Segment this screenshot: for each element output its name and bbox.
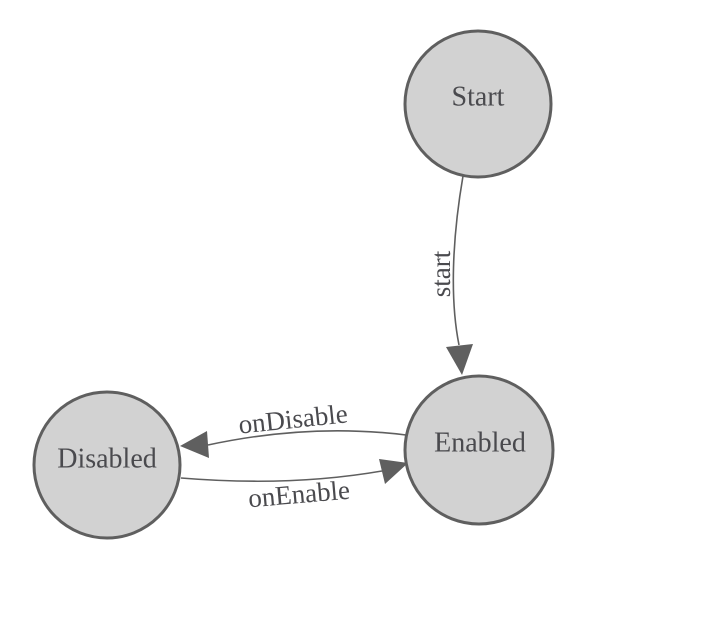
edge-enabled-to-disabled-line: [207, 429, 407, 446]
arrowhead-into-enabled-from-start: [446, 344, 473, 375]
edge-label-ondisable: onDisable: [237, 398, 349, 439]
edge-label-start: start: [426, 250, 456, 297]
arrowhead-into-disabled: [180, 431, 209, 458]
edge-start-to-enabled-line: [452, 175, 464, 346]
node-start-circle: [403, 29, 553, 179]
node-disabled-label: Disabled: [57, 444, 157, 475]
node-start: Start: [403, 29, 553, 179]
arrowhead-into-enabled-from-disabled: [379, 459, 408, 484]
node-enabled: Enabled: [403, 374, 555, 526]
node-enabled-label: Enabled: [434, 428, 526, 459]
node-enabled-circle: [403, 374, 555, 526]
edge-start-to-enabled: start: [426, 175, 473, 375]
edge-enabled-to-disabled: onDisable: [180, 398, 407, 458]
node-start-label: Start: [452, 82, 505, 113]
edge-disabled-to-enabled: onEnable: [180, 459, 408, 513]
node-disabled-circle: [32, 390, 182, 540]
edge-disabled-to-enabled-line: [180, 470, 383, 483]
node-disabled: Disabled: [32, 390, 182, 540]
